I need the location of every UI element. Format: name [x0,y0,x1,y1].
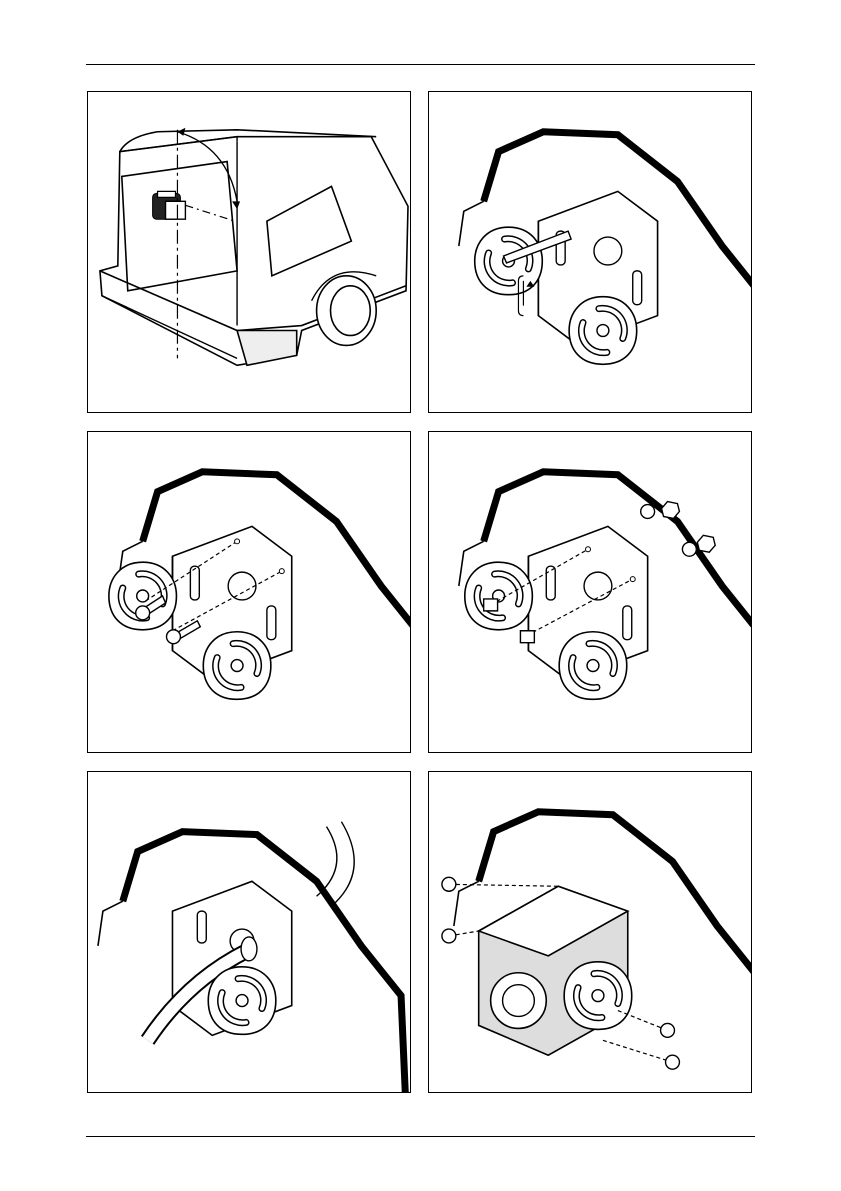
figure-camera-mount [428,771,752,1093]
bracket-bolts-illustration [429,432,751,752]
bracket-screws-illustration [88,432,410,752]
figure-van-rear-view [87,91,411,413]
header-rule [86,64,755,65]
cable-grommet-illustration [88,772,410,1092]
bracket-marking-illustration [429,92,751,412]
figure-screw-mount [87,431,411,753]
camera-bracket-illustration [429,772,751,1092]
footer-rule [86,1136,755,1137]
figure-mark-holes [428,91,752,413]
figure-cable-routing [87,771,411,1093]
van-illustration [88,92,410,412]
figure-bolt-mount [428,431,752,753]
